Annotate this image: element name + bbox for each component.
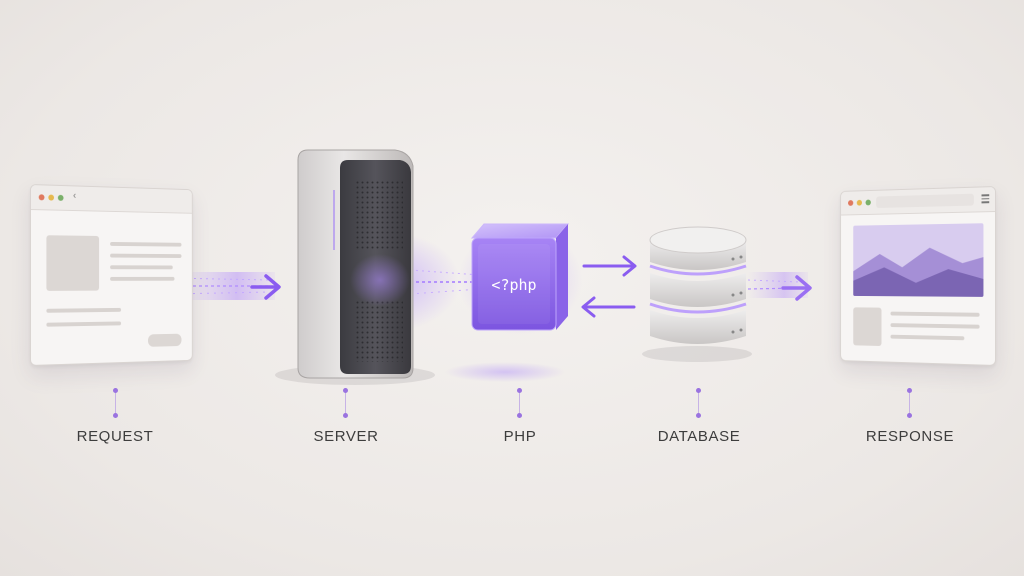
arrow-right-icon (250, 274, 281, 300)
php-shadow (445, 362, 565, 382)
server-tower-icon (297, 149, 414, 379)
arrow-left-icon (581, 296, 636, 318)
minimize-dot-icon (856, 199, 863, 206)
arrow-right-icon (582, 255, 637, 277)
database-shadow (642, 346, 752, 362)
button-placeholder (148, 333, 182, 347)
maximize-dot-icon (865, 199, 871, 206)
stage-label-request: REQUEST (76, 428, 154, 445)
stage-label-database: DATABASE (657, 428, 741, 445)
arrow-right-icon (781, 275, 812, 301)
stage-label-server: SERVER (313, 428, 379, 445)
maximize-dot-icon (57, 194, 64, 201)
browser-window-icon: ‹ (840, 186, 996, 366)
close-dot-icon (38, 194, 45, 201)
server-vent-top (355, 180, 403, 250)
browser-window-icon: ‹ (30, 184, 193, 366)
request-stream (169, 272, 275, 300)
text-line (110, 241, 182, 247)
browser-titlebar: ‹ (841, 187, 996, 216)
php-connector (517, 388, 522, 418)
database-cylinder-icon (649, 226, 747, 344)
text-line (46, 321, 122, 327)
image-placeholder (853, 307, 882, 347)
response-connector (907, 388, 912, 418)
request-connector (113, 388, 118, 418)
text-line (110, 276, 175, 281)
server-vent-bottom (355, 300, 403, 362)
hero-image (853, 223, 984, 297)
text-line (110, 265, 173, 270)
text-line (890, 311, 980, 317)
text-line (46, 307, 122, 313)
back-chevron-icon: ‹ (72, 190, 77, 202)
image-placeholder (46, 235, 100, 291)
text-line (110, 253, 182, 258)
text-line (890, 323, 980, 329)
response-stream (747, 272, 808, 298)
menu-icon (981, 194, 990, 205)
stage-label-php: PHP (503, 428, 537, 445)
php-cube-icon: <?php (458, 223, 582, 335)
text-line (890, 334, 965, 341)
server-php-stream (409, 269, 481, 295)
server-connector (343, 388, 348, 418)
browser-titlebar: ‹ (30, 185, 192, 214)
php-cube-text: <?php (491, 276, 536, 294)
database-connector (696, 388, 701, 418)
mountain-landscape-icon (853, 223, 984, 297)
stage-label-response: RESPONSE (865, 428, 955, 445)
minimize-dot-icon (48, 194, 55, 201)
close-dot-icon (848, 200, 854, 206)
url-bar (876, 193, 974, 209)
